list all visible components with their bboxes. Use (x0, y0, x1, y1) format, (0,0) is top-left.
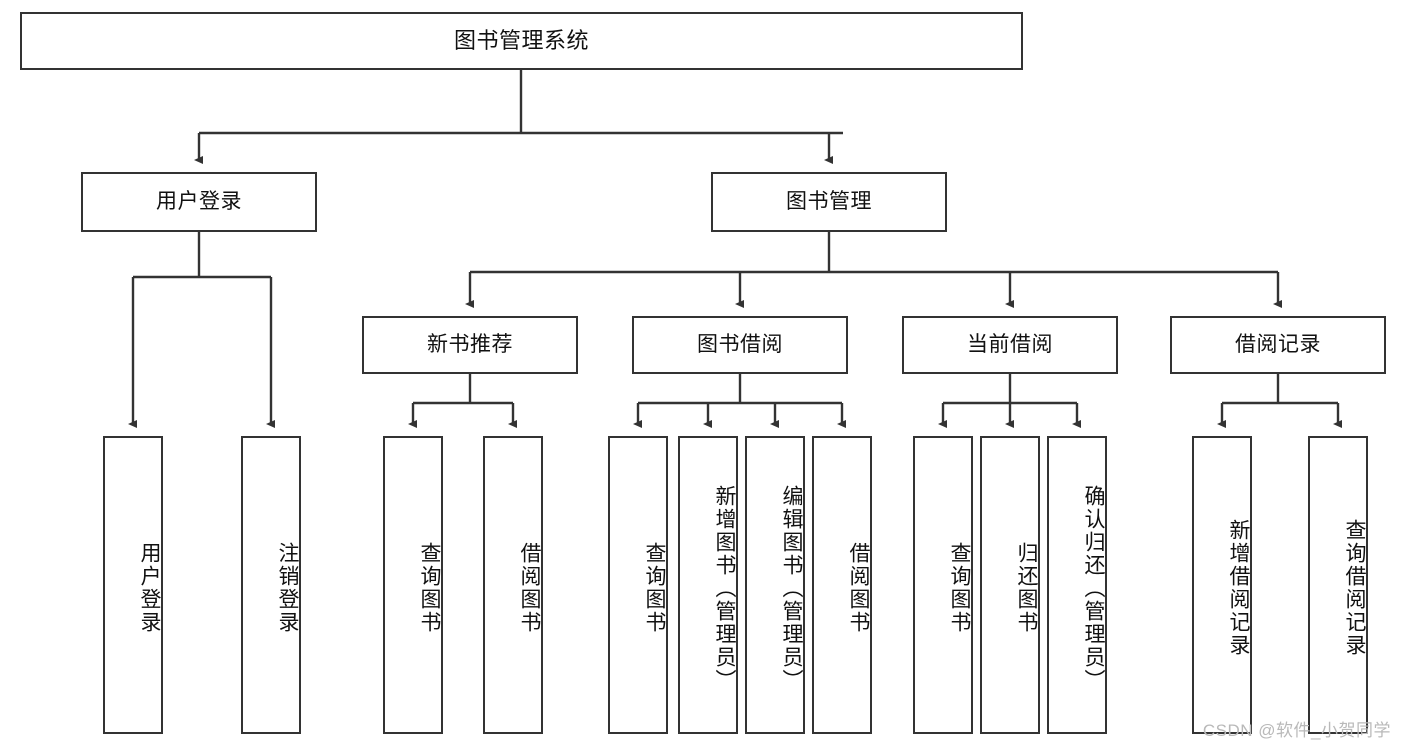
node-label: 查询图书 (948, 542, 971, 634)
leaf-user-login-signout[interactable]: 注销登录 (241, 436, 301, 734)
leaf-new-book-query[interactable]: 查询图书 (383, 436, 443, 734)
leaf-book-borrow-borrow[interactable]: 借阅图书 (812, 436, 872, 734)
node-user-login[interactable]: 用户登录 (81, 172, 317, 232)
node-label: 新增图书（管理员） (713, 484, 736, 692)
leaf-book-borrow-edit[interactable]: 编辑图书（管理员） (745, 436, 805, 734)
leaf-borrow-record-add[interactable]: 新增借阅记录 (1192, 436, 1252, 734)
node-borrow-record[interactable]: 借阅记录 (1170, 316, 1386, 374)
node-current-borrow[interactable]: 当前借阅 (902, 316, 1118, 374)
leaf-current-borrow-return[interactable]: 归还图书 (980, 436, 1040, 734)
node-label: 用户登录 (138, 542, 161, 634)
leaf-book-borrow-query[interactable]: 查询图书 (608, 436, 668, 734)
node-label: 用户登录 (156, 189, 242, 213)
watermark-text: CSDN @软件_小贺同学 (1202, 721, 1391, 740)
node-label: 图书管理 (786, 189, 872, 213)
node-book-management[interactable]: 图书管理 (711, 172, 947, 232)
node-label: 确认归还（管理员） (1082, 484, 1105, 692)
node-label: 当前借阅 (967, 332, 1053, 356)
node-label: 借阅图书 (518, 542, 541, 634)
node-label: 借阅图书 (847, 542, 870, 634)
node-label: 归还图书 (1015, 542, 1038, 634)
node-label: 编辑图书（管理员） (780, 484, 803, 692)
leaf-new-book-borrow[interactable]: 借阅图书 (483, 436, 543, 734)
leaf-current-borrow-confirm-return[interactable]: 确认归还（管理员） (1047, 436, 1107, 734)
node-label: 查询借阅记录 (1343, 519, 1366, 657)
leaf-current-borrow-query[interactable]: 查询图书 (913, 436, 973, 734)
leaf-book-borrow-add[interactable]: 新增图书（管理员） (678, 436, 738, 734)
node-label: 图书借阅 (697, 332, 783, 356)
node-book-borrow[interactable]: 图书借阅 (632, 316, 848, 374)
node-label: 新书推荐 (427, 332, 513, 356)
node-label: 查询图书 (643, 542, 666, 634)
node-new-book-recommend[interactable]: 新书推荐 (362, 316, 578, 374)
node-root-system[interactable]: 图书管理系统 (20, 12, 1023, 70)
node-label: 图书管理系统 (453, 28, 589, 54)
node-label: 新增借阅记录 (1227, 519, 1250, 657)
node-label: 查询图书 (418, 542, 441, 634)
node-label: 注销登录 (276, 542, 299, 634)
leaf-borrow-record-query[interactable]: 查询借阅记录 (1308, 436, 1368, 734)
leaf-user-login-signin[interactable]: 用户登录 (103, 436, 163, 734)
node-label: 借阅记录 (1235, 332, 1321, 356)
